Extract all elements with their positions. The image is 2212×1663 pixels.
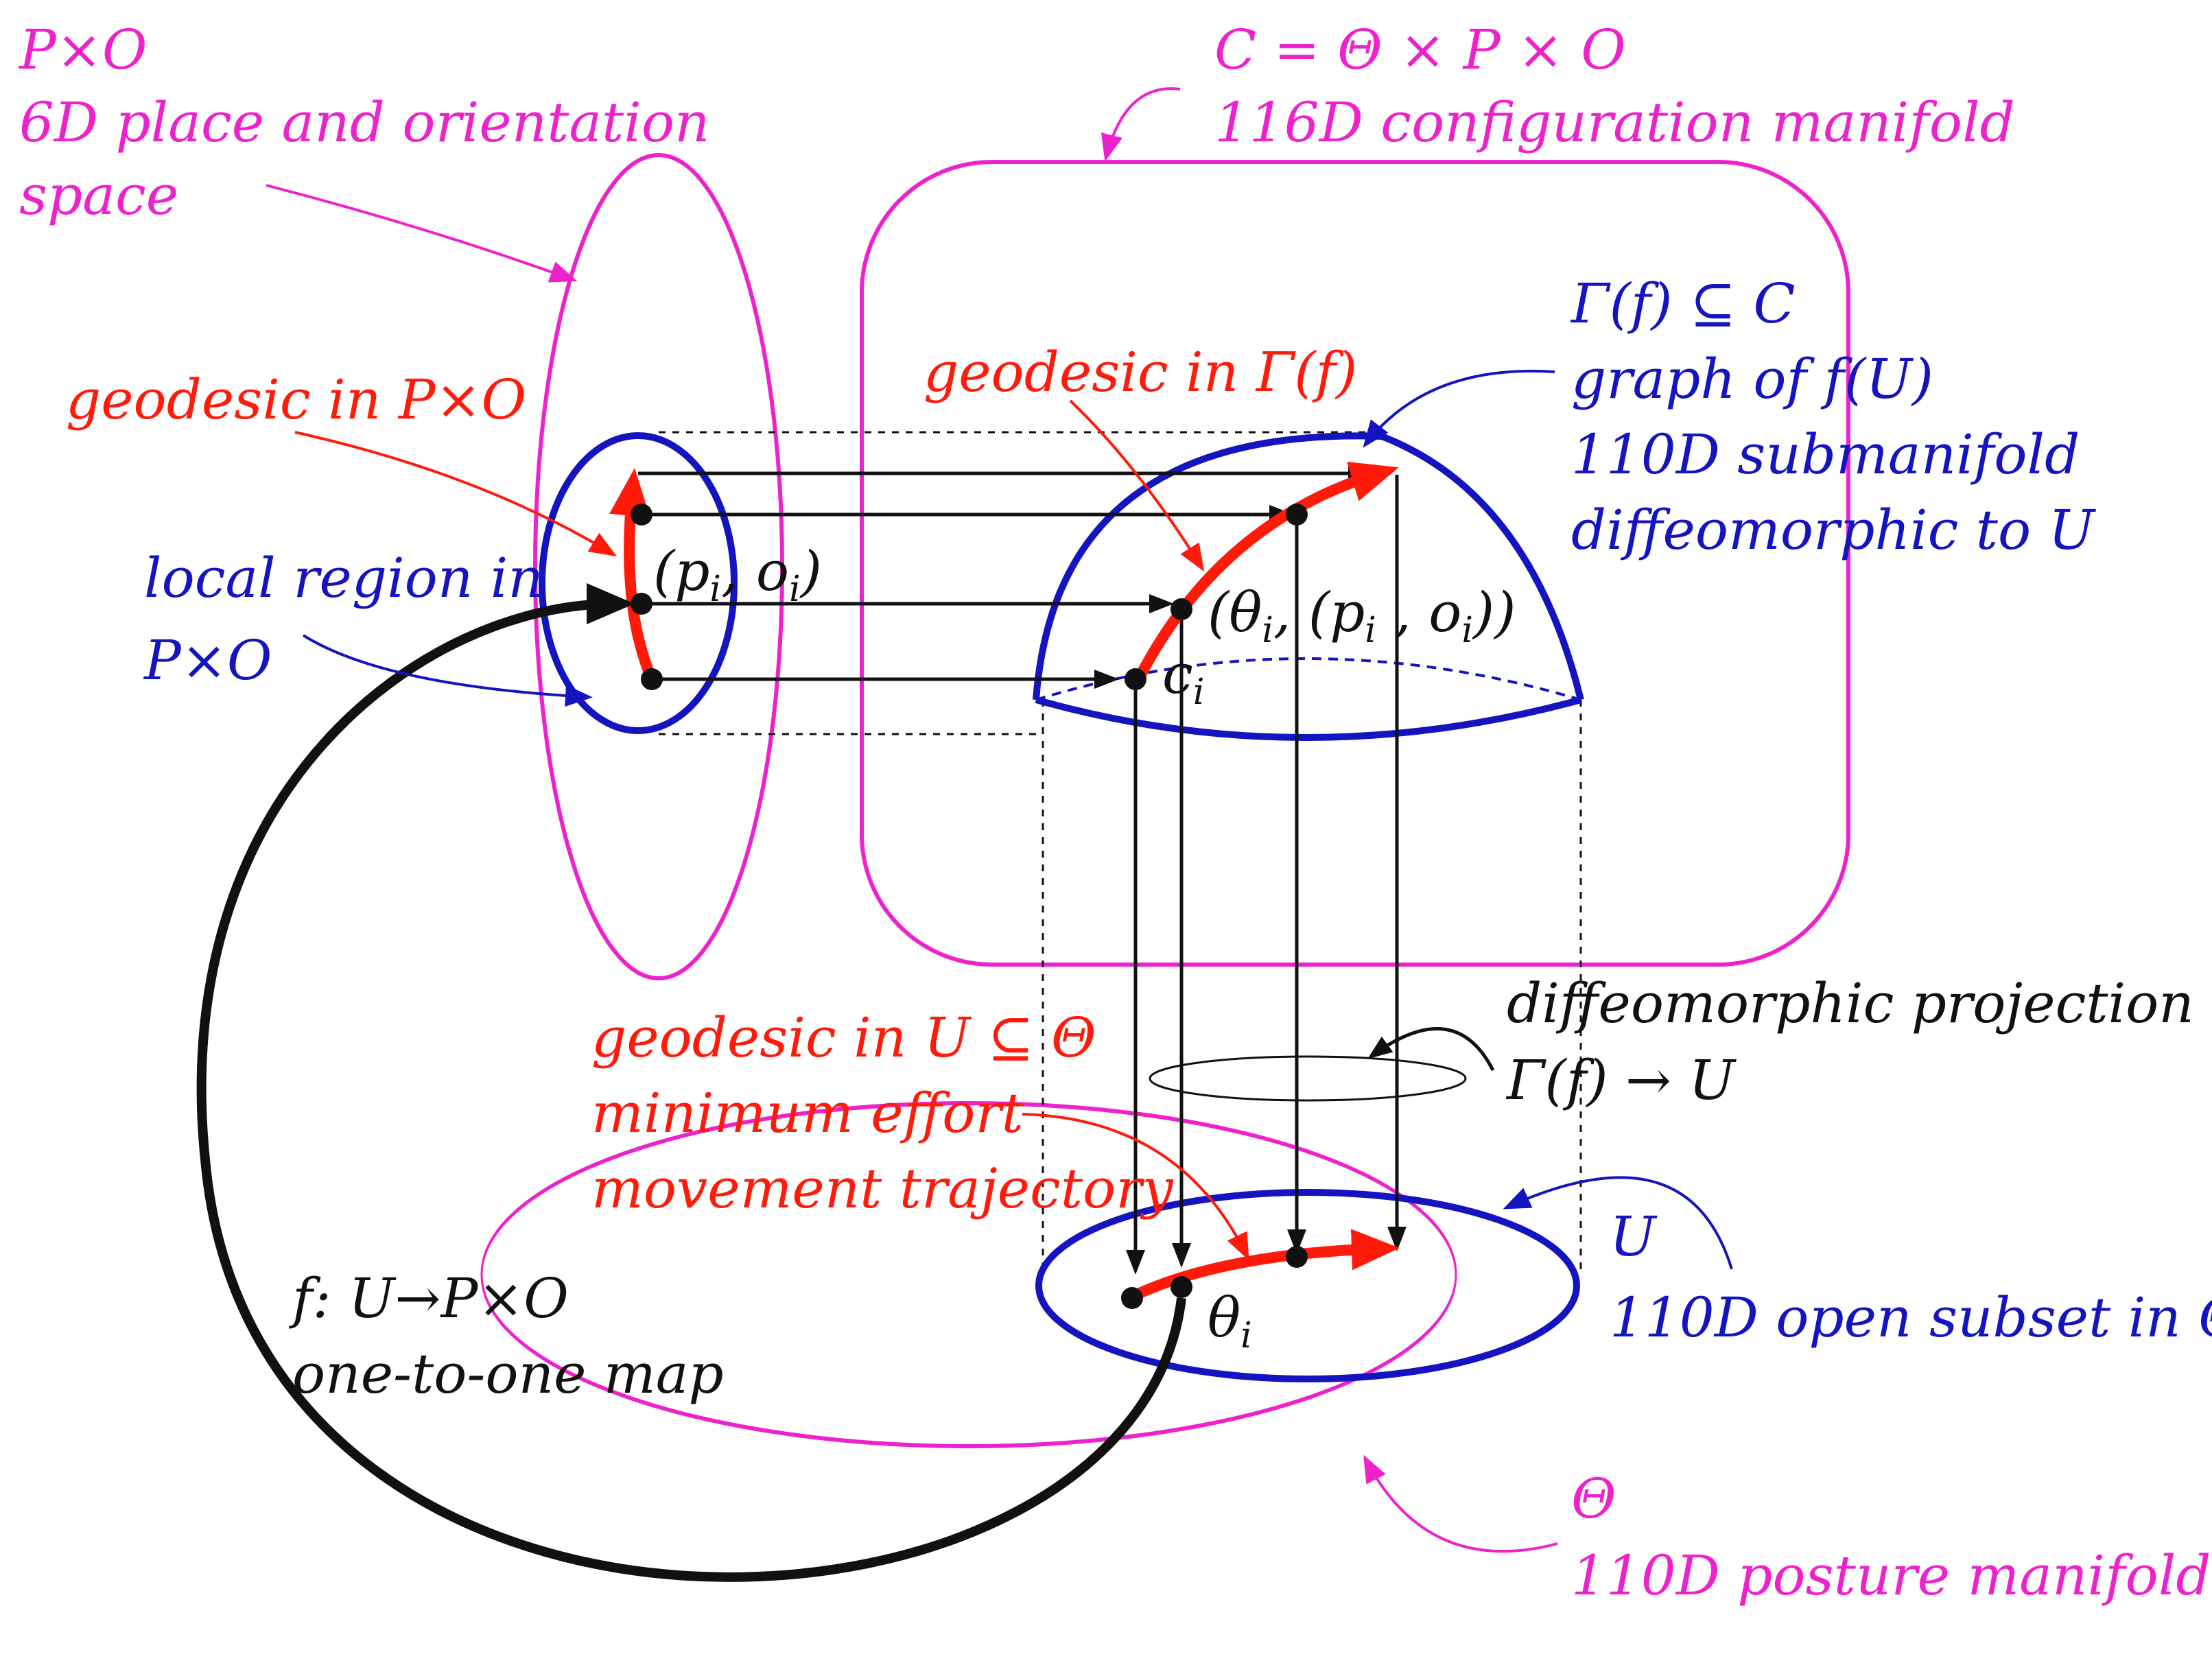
point-label-theta-i: θi (1208, 1286, 1252, 1356)
geo-u-callout-arrow (1022, 1113, 1249, 1261)
c-title: C = Θ × P × O (1214, 18, 1626, 82)
geodesic-u-line-2: minimum effort (591, 1081, 1024, 1145)
one-to-one-map-arrow (196, 583, 1186, 1582)
geodesic-u-line-3: movement trajectory (591, 1157, 1174, 1220)
local-region-line-1: local region in (144, 546, 543, 610)
gamma-title: Γ(f) ⊆ C (1570, 272, 1796, 335)
gamma-desc-line-3: diffeomorphic to U (1571, 498, 2097, 562)
dome-base-back (1035, 657, 1581, 701)
geodesic-gamma-curve (1135, 461, 1399, 679)
gamma-desc-line-2: 110D submanifold (1571, 423, 2080, 486)
theta-callout-arrow (1363, 1454, 1558, 1553)
local-region-line-2: P×O (143, 628, 272, 692)
c-callout-arrow (1101, 87, 1181, 162)
configuration-manifold-box (860, 160, 1850, 967)
dome-base-front (1035, 696, 1582, 741)
projection-callout-arrow (1367, 1027, 1495, 1072)
vertical-arrows (1126, 475, 1407, 1275)
u-title: U (1610, 1205, 1658, 1269)
projection-ellipse (1149, 1055, 1467, 1102)
po-title: P×O (18, 18, 147, 82)
points (631, 504, 1308, 1309)
theta-desc: 110D posture manifold (1571, 1544, 2211, 1607)
po-callout-arrow (266, 184, 578, 283)
geodesic-u-line-1: geodesic in U ⊆ Θ (591, 1006, 1096, 1070)
point-label-pi-oi: (pi, oi) (653, 539, 822, 610)
graph-submanifold-dome (1033, 432, 1584, 701)
horizontal-arrows (638, 464, 1373, 689)
theta-title: Θ (1571, 1467, 1616, 1531)
geo-gamma-callout-arrow (1069, 399, 1205, 572)
gamma-callout-arrow (1363, 369, 1555, 448)
projection-line-2: Γ(f) → U (1505, 1048, 1737, 1112)
u-callout-arrow (1503, 1176, 1733, 1270)
point-label-ci: ci (1162, 642, 1204, 713)
po-desc-line-2: space (19, 163, 178, 227)
projection-guides (659, 431, 1582, 1269)
point-label-theta-full: (θi, (pi , oi)) (1208, 580, 1516, 651)
local-region-callout-arrow (302, 634, 593, 707)
map-line-1: f: U→P×O (289, 1266, 569, 1330)
geodesic-u-curve (1129, 1229, 1400, 1302)
projection-line-1: diffeomorphic projection (1507, 971, 2194, 1035)
geodesic-gamma-label: geodesic in Γ(f) (923, 340, 1357, 404)
geodesic-po-label: geodesic in P×O (66, 368, 526, 432)
gamma-desc-line-1: graph of f(U) (1571, 347, 1933, 411)
geo-po-callout-arrow (294, 431, 617, 557)
map-line-2: one-to-one map (292, 1342, 724, 1406)
local-region-ellipse (539, 432, 738, 734)
po-desc-line-1: 6D place and orientation (19, 91, 710, 154)
c-desc: 116D configuration manifold (1214, 91, 2015, 154)
po-space-ellipse (533, 153, 784, 980)
u-open-subset-ellipse (1035, 1189, 1580, 1382)
posture-manifold-ellipse (480, 1101, 1457, 1448)
u-desc: 110D open subset in Θ (1610, 1286, 2212, 1349)
